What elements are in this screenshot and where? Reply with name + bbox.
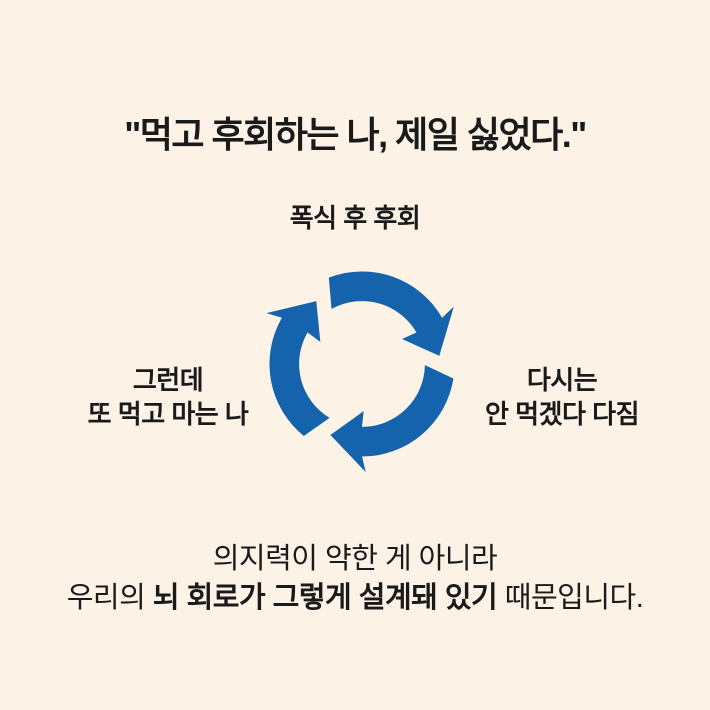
- cycle-arrows-group: [251, 271, 456, 475]
- conclusion-line2-bold: 뇌 회로가 그렇게 설계돼 있기: [152, 582, 498, 614]
- cycle-step-left: 그런데 또 먹고 마는 나: [38, 363, 298, 431]
- conclusion-text: 의지력이 약한 게 아니라 우리의 뇌 회로가 그렇게 설계돼 있기 때문입니다…: [0, 540, 710, 618]
- conclusion-line2-prefix: 우리의: [66, 582, 153, 614]
- cycle-step-top-label: 폭식 후 후회: [289, 203, 421, 233]
- cycle-step-left-label-line1: 그런데: [132, 365, 204, 395]
- conclusion-line2: 우리의 뇌 회로가 그렇게 설계돼 있기 때문입니다.: [0, 579, 710, 618]
- quote-title: "먹고 후회하는 나, 제일 싫었다.": [124, 114, 587, 155]
- conclusion-line1: 의지력이 약한 게 아니라: [212, 543, 498, 575]
- cycle-step-right-label-line2: 안 먹겠다 다짐: [485, 399, 639, 429]
- cycle-step-left-label-line2: 또 먹고 마는 나: [87, 399, 249, 429]
- cycle-step-right: 다시는 안 먹겠다 다짐: [422, 363, 702, 431]
- cycle-step-right-label-line1: 다시는: [526, 365, 598, 395]
- cycle-step-top: 폭식 후 후회: [0, 201, 710, 235]
- cycle-arrows-icon: [251, 271, 456, 475]
- conclusion-line2-suffix: 때문입니다.: [497, 582, 644, 614]
